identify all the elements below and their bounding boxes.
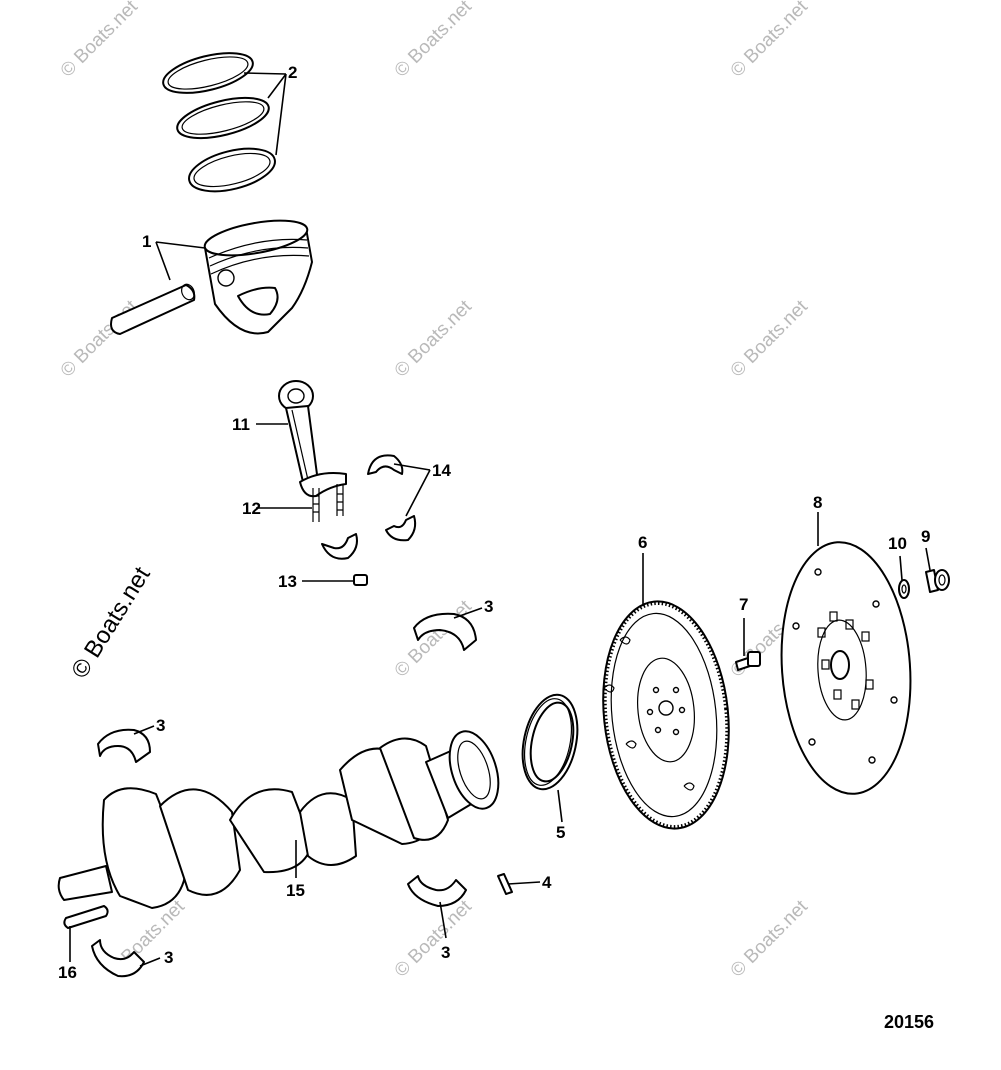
flywheel-icon[interactable] bbox=[592, 595, 739, 835]
watermark-large: © Boats.net bbox=[66, 562, 156, 683]
callout-9: 9 bbox=[921, 527, 930, 546]
callout-10: 10 bbox=[888, 534, 907, 553]
bolt-icon[interactable] bbox=[735, 651, 761, 671]
watermark: © Boats.net bbox=[727, 0, 813, 82]
callout-12: 12 bbox=[242, 499, 261, 518]
pilot-pin-icon[interactable] bbox=[63, 905, 109, 929]
callout-4: 4 bbox=[542, 873, 552, 892]
watermark: © Boats.net bbox=[391, 0, 477, 82]
callout-14: 14 bbox=[432, 461, 451, 480]
piston-rings-icon[interactable] bbox=[159, 45, 279, 199]
callout-13: 13 bbox=[278, 572, 297, 591]
watermark: © Boats.net bbox=[57, 296, 143, 382]
callout-1: 1 bbox=[142, 232, 151, 251]
connecting-rod-icon[interactable] bbox=[278, 380, 347, 498]
rod-bolt-icon[interactable] bbox=[312, 484, 344, 522]
drive-plate-icon[interactable] bbox=[773, 538, 918, 798]
callout-3: 3 bbox=[164, 948, 173, 967]
callout-2: 2 bbox=[288, 63, 297, 82]
callout-7: 7 bbox=[739, 595, 748, 614]
watermark: © Boats.net bbox=[727, 296, 813, 382]
watermark: © Boats.net bbox=[391, 896, 477, 982]
callout-8: 8 bbox=[813, 493, 822, 512]
callout-15: 15 bbox=[286, 881, 305, 900]
rod-bearing-icon[interactable] bbox=[321, 454, 417, 560]
drawing-number: 20156 bbox=[884, 1012, 934, 1032]
callout-labels: 2 1 11 14 12 13 3 3 4 3 3 16 15 5 6 7 8 … bbox=[58, 63, 930, 982]
nut-icon[interactable] bbox=[925, 569, 950, 593]
watermark: © Boats.net bbox=[727, 896, 813, 982]
watermark: © Boats.net bbox=[57, 0, 143, 82]
bearing-shell-icon[interactable] bbox=[91, 612, 477, 978]
callout-3: 3 bbox=[441, 943, 450, 962]
callout-3: 3 bbox=[156, 716, 165, 735]
crankshaft-icon[interactable] bbox=[57, 725, 508, 909]
rear-seal-icon[interactable] bbox=[515, 690, 586, 795]
rod-nut-icon[interactable] bbox=[353, 574, 368, 586]
piston-and-pin-icon[interactable] bbox=[110, 214, 313, 335]
callout-16: 16 bbox=[58, 963, 77, 982]
dowel-pin-icon[interactable] bbox=[497, 873, 513, 895]
callout-3: 3 bbox=[484, 597, 493, 616]
watermark: © Boats.net bbox=[391, 296, 477, 382]
callout-11: 11 bbox=[232, 415, 250, 434]
callout-6: 6 bbox=[638, 533, 647, 552]
callout-5: 5 bbox=[556, 823, 565, 842]
washer-icon[interactable] bbox=[898, 579, 910, 599]
leader-lines bbox=[69, 72, 931, 967]
